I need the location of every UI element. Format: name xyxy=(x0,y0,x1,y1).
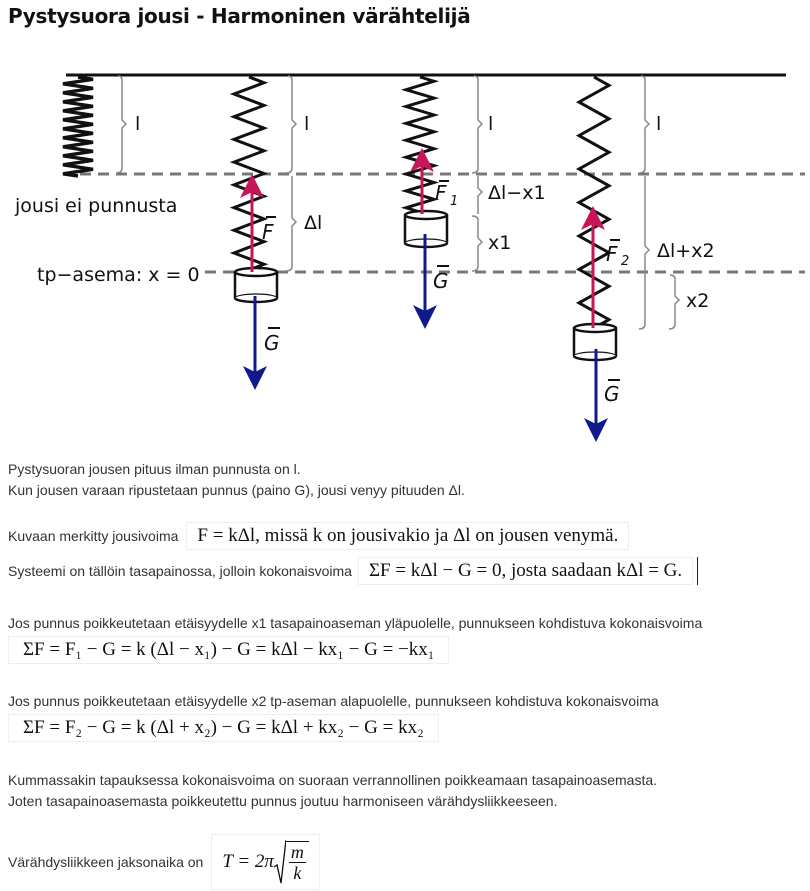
fraction-numerator: m xyxy=(288,842,306,863)
label-delta-l: Δl xyxy=(304,212,322,234)
label-delta-l-plus-x2: Δl+x2 xyxy=(657,240,715,262)
paragraph-conclusion-1: Kummassakin tapauksessa kokonaisvoima on… xyxy=(8,772,658,788)
label-l-3: l xyxy=(488,113,493,135)
label-l-1: l xyxy=(135,113,140,135)
period-formula-lhs: T = 2π xyxy=(222,851,274,872)
weight-lowered xyxy=(572,322,618,362)
formula-x2: ΣF = F₂ − G = k (Δl + x₂) − G = kΔl + kx… xyxy=(8,714,439,742)
spring-raised xyxy=(400,75,440,214)
paragraph-conclusion-2: Joten tasapainoasemasta poikkeutettu pun… xyxy=(8,793,558,809)
label-G-1: G xyxy=(264,331,280,355)
text-cursor xyxy=(697,557,699,585)
paragraph-intro-2: Kun jousen varaan ripustetaan punnus (pa… xyxy=(8,482,465,498)
label-F: F xyxy=(262,220,274,244)
paragraph-case-x1: Jos punnus poikkeutetaan etäisyydelle x1… xyxy=(8,615,703,631)
spring-force-label: Kuvaan merkitty jousivoima xyxy=(8,528,179,544)
label-F1-sub: 1 xyxy=(450,194,458,209)
label-G-3: G xyxy=(604,382,620,406)
brace-l-3 xyxy=(471,75,484,174)
brace-l-4 xyxy=(638,75,651,174)
label-G-2: G xyxy=(433,269,449,293)
label-l-4: l xyxy=(656,113,661,135)
label-F2: F xyxy=(606,242,618,266)
label-equilibrium: tp−asema: x = 0 xyxy=(37,264,200,286)
row-formula-x1: ΣF = F₁ − G = k (Δl − x₁) − G = kΔl − kx… xyxy=(8,636,450,664)
equilibrium-formula: ΣF = kΔl − G = 0, josta saadaan kΔl = G. xyxy=(357,557,694,585)
spring-lowered xyxy=(575,75,613,330)
page-title: Pystysuora jousi - Harmoninen värähtelij… xyxy=(8,4,471,28)
spring-unloaded xyxy=(62,75,94,178)
brace-l-2 xyxy=(285,75,298,174)
period-label: Värähdysliikkeen jaksonaika on xyxy=(8,854,204,870)
brace-delta-l-minus-x1 xyxy=(477,176,484,214)
label-F2-sub: 2 xyxy=(621,254,629,269)
paragraph-case-x2: Jos punnus poikkeutetaan etäisyydelle x2… xyxy=(8,693,659,709)
brace-x2 xyxy=(668,274,681,330)
period-fraction: m k xyxy=(285,841,309,883)
fraction-denominator: k xyxy=(293,863,302,883)
formula-x1: ΣF = F₁ − G = k (Δl − x₁) − G = kΔl − kx… xyxy=(8,636,450,664)
brace-l-1 xyxy=(115,75,128,174)
label-F1: F xyxy=(435,181,447,205)
row-period: Värähdysliikkeen jaksonaika on T = 2π m … xyxy=(8,834,320,890)
row-equilibrium: Systeemi on tällöin tasapainossa, jolloi… xyxy=(8,557,699,585)
spring-diagram: l l Δl l Δl−x1 x1 l Δl+x2 x2 jousi ei pu… xyxy=(14,73,805,442)
period-formula: T = 2π m k xyxy=(211,834,320,890)
row-formula-x2: ΣF = F₂ − G = k (Δl + x₂) − G = kΔl + kx… xyxy=(8,714,439,742)
equilibrium-label: Systeemi on tällöin tasapainossa, jolloi… xyxy=(8,563,352,579)
brace-x1 xyxy=(471,215,484,272)
label-l-2: l xyxy=(304,113,309,135)
row-spring-force: Kuvaan merkitty jousivoima F = kΔl, miss… xyxy=(8,522,630,550)
paragraph-intro-1: Pystysuoran jousen pituus ilman punnusta… xyxy=(8,461,301,477)
label-x1: x1 xyxy=(488,232,511,254)
label-x2: x2 xyxy=(686,290,709,312)
brace-delta-l-plus-x2 xyxy=(638,176,651,330)
label-no-weight: jousi ei punnusta xyxy=(14,195,177,217)
label-delta-l-minus-x1: Δl−x1 xyxy=(488,182,546,204)
spring-equilibrium xyxy=(229,75,269,272)
brace-delta-l xyxy=(285,176,298,272)
sqrt-symbol: m k xyxy=(273,839,309,885)
spring-force-formula: F = kΔl, missä k on jousivakio ja Δl on … xyxy=(186,522,630,550)
